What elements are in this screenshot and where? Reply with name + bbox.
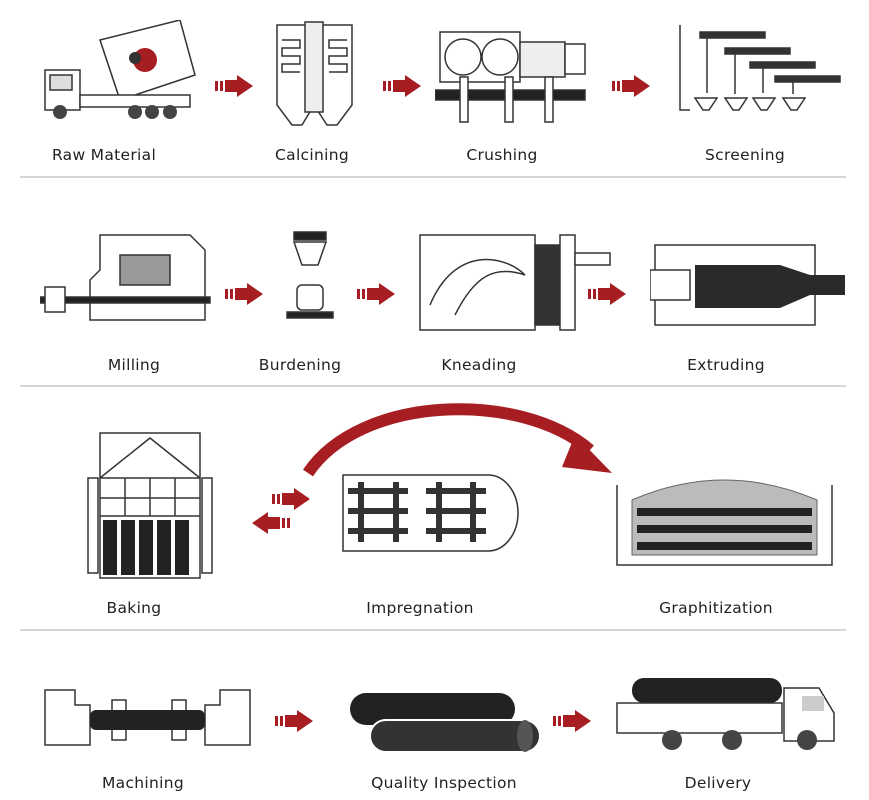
arrow-icon	[215, 75, 253, 97]
step-label-crushing: Crushing	[466, 146, 538, 164]
row-divider	[20, 176, 846, 178]
crusher-illustration	[435, 31, 586, 123]
step-label-quality-inspection: Quality Inspection	[371, 774, 517, 792]
impregnation-tank-illustration	[342, 474, 519, 552]
step-label-raw-material: Raw Material	[51, 146, 157, 164]
extruder-illustration	[650, 244, 845, 326]
step-label-calcining: Calcining	[275, 146, 349, 164]
arrow-icon	[225, 283, 263, 305]
step-label-burdening: Burdening	[258, 356, 342, 374]
step-label-extruding: Extruding	[687, 356, 765, 374]
row-divider	[20, 629, 846, 631]
step-label-screening: Screening	[705, 146, 785, 164]
screening-illustration	[679, 25, 841, 111]
arrow-icon	[612, 75, 650, 97]
arrow-left-icon	[252, 512, 290, 534]
calciner-illustration	[276, 21, 353, 126]
arrow-icon	[272, 488, 310, 510]
arrow-icon	[588, 283, 626, 305]
baking-furnace-illustration	[87, 432, 213, 579]
step-label-graphitization: Graphitization	[659, 599, 773, 617]
arrow-icon	[383, 75, 421, 97]
delivery-truck-illustration	[616, 678, 835, 750]
step-label-impregnation: Impregnation	[366, 599, 474, 617]
row-divider	[20, 385, 846, 387]
burdening-scale-illustration	[286, 231, 334, 319]
electrodes-illustration	[350, 693, 541, 753]
curved-arrow-icon	[303, 403, 612, 477]
step-label-milling: Milling	[107, 356, 161, 374]
step-label-delivery: Delivery	[684, 774, 752, 792]
arrow-icon	[357, 283, 395, 305]
graphitization-furnace-illustration	[616, 479, 833, 566]
step-label-kneading: Kneading	[441, 356, 517, 374]
step-label-baking: Baking	[106, 599, 162, 617]
dump-truck-illustration	[44, 20, 196, 119]
kneader-illustration	[419, 234, 611, 331]
arrow-icon	[553, 710, 591, 732]
arrow-icon	[275, 710, 313, 732]
lathe-illustration	[44, 689, 251, 746]
mill-illustration	[40, 234, 211, 321]
step-label-machining: Machining	[101, 774, 185, 792]
